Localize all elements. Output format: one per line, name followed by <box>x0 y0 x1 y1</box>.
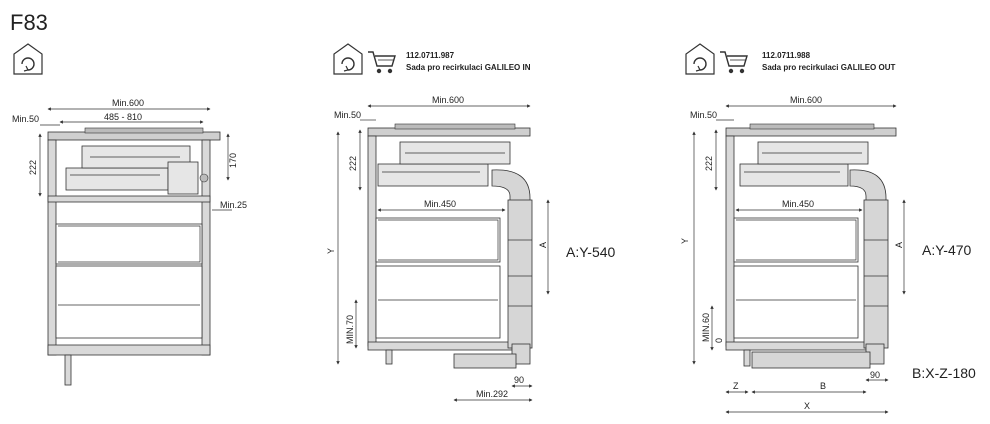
p1-min-width: Min.600 <box>112 98 144 108</box>
p2-part-number: 112.0711.987 <box>406 51 455 60</box>
recirculation-icon <box>13 43 43 75</box>
p2-depth-90: 90 <box>514 375 524 385</box>
p1-height-left: 222 <box>28 160 38 175</box>
p3-z-label: Z <box>733 381 739 391</box>
p2-min-292: Min.292 <box>476 389 508 399</box>
p1-min-front: Min.50 <box>12 114 39 124</box>
recirculation-icon <box>333 43 363 75</box>
p3-depth-90: 90 <box>870 370 880 380</box>
p2-min-bottom: MIN.70 <box>345 315 355 344</box>
p3-x-label: X <box>804 401 810 411</box>
p2-a-label: A <box>538 242 548 248</box>
panel-3-drawing <box>692 104 906 414</box>
p2-min-front: Min.50 <box>334 110 361 120</box>
p2-height-left: 222 <box>348 156 358 171</box>
p1-range: 485 - 810 <box>104 112 142 122</box>
panel-1-drawing <box>38 107 232 386</box>
p3-part-name: Sada pro recirkulaci GALILEO OUT <box>762 63 895 72</box>
p2-y-label: Y <box>326 248 336 254</box>
p2-min-inner: Min.450 <box>424 199 456 209</box>
p3-formula-a: A:Y-470 <box>922 242 972 258</box>
p3-min-front: Min.50 <box>690 110 717 120</box>
p3-part-number: 112.0711.988 <box>762 51 811 60</box>
recirculation-icon <box>685 43 715 75</box>
p3-min-inner: Min.450 <box>782 199 814 209</box>
p3-height-left: 222 <box>704 156 714 171</box>
p3-min-width: Min.600 <box>790 95 822 105</box>
p2-formula-a: A:Y-540 <box>566 244 616 260</box>
shopping-cart-icon <box>720 51 748 74</box>
p2-min-width: Min.600 <box>432 95 464 105</box>
p3-a-label: A <box>894 242 904 248</box>
p3-min-bottom: MIN.60 <box>701 313 711 342</box>
p1-height-right: 170 <box>228 153 238 168</box>
p3-b-label: B <box>820 381 826 391</box>
p2-part-name: Sada pro recirkulaci GALILEO IN <box>406 63 531 72</box>
p3-zero: 0 <box>714 338 724 343</box>
p1-min-back: Min.25 <box>220 200 247 210</box>
panel-2-drawing <box>336 104 550 402</box>
shopping-cart-icon <box>368 51 396 74</box>
p3-formula-b: B:X-Z-180 <box>912 365 976 381</box>
model-title: F83 <box>10 10 48 35</box>
p3-y-label: Y <box>680 238 690 244</box>
